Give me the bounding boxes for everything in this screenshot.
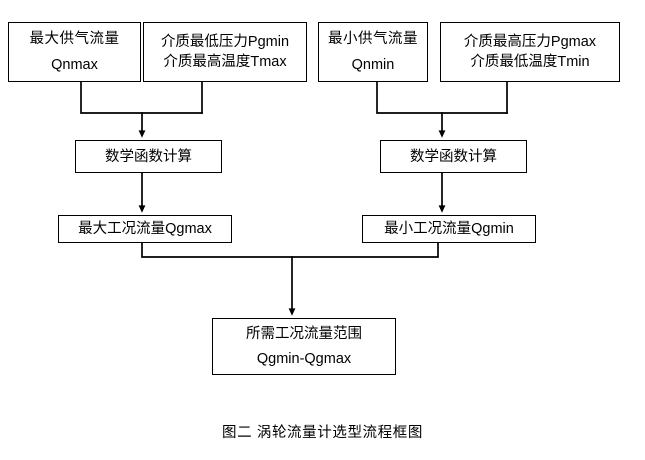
node-max-pressure-line: 介质最高压力Pgmax (463, 34, 597, 50)
node-min-pressure-line: 介质最低压力Pgmin (160, 34, 290, 50)
node-required-flow-range: 所需工况流量范围 Qgmin-Qgmax (212, 318, 396, 375)
node-required-flow-range-line1: 所需工况流量范围 (246, 326, 362, 342)
node-min-pressure-max-temperature: 介质最低压力Pgmin 介质最高温度Tmax (143, 22, 307, 82)
node-required-flow-range-line2: Qgmin-Qgmax (256, 351, 352, 367)
node-max-temperature-line: 介质最高温度Tmax (163, 54, 287, 70)
node-min-supply-flow-line2: Qnmin (351, 57, 395, 73)
node-math-function-calculation-left-label: 数学函数计算 (105, 148, 192, 165)
node-math-function-calculation-right: 数学函数计算 (380, 140, 527, 173)
node-min-supply-flow-line1: 最小供气流量 (328, 31, 418, 47)
node-max-supply-flow: 最大供气流量 Qnmax (8, 22, 141, 82)
node-min-working-condition-flow-label: 最小工况流量Qgmin (384, 221, 514, 237)
node-math-function-calculation-left: 数学函数计算 (75, 140, 222, 173)
node-max-supply-flow-line1: 最大供气流量 (29, 31, 120, 47)
connector-bottom-merge-bar (141, 242, 439, 258)
node-min-working-condition-flow: 最小工况流量Qgmin (362, 215, 536, 243)
node-max-working-condition-flow-label: 最大工况流量Qgmax (78, 221, 212, 237)
node-max-supply-flow-line2: Qnmax (51, 57, 98, 73)
connector-qnmax-to-merge-left (80, 81, 203, 114)
connector-qnmin-to-merge-right (376, 81, 508, 114)
node-max-pressure-min-temperature: 介质最高压力Pgmax 介质最低温度Tmin (440, 22, 620, 82)
figure-caption: 图二 涡轮流量计选型流程框图 (222, 425, 423, 441)
node-min-supply-flow: 最小供气流量 Qnmin (318, 22, 428, 82)
node-max-working-condition-flow: 最大工况流量Qgmax (58, 215, 232, 243)
node-min-temperature-line: 介质最低温度Tmin (470, 54, 590, 70)
node-math-function-calculation-right-label: 数学函数计算 (410, 148, 497, 165)
